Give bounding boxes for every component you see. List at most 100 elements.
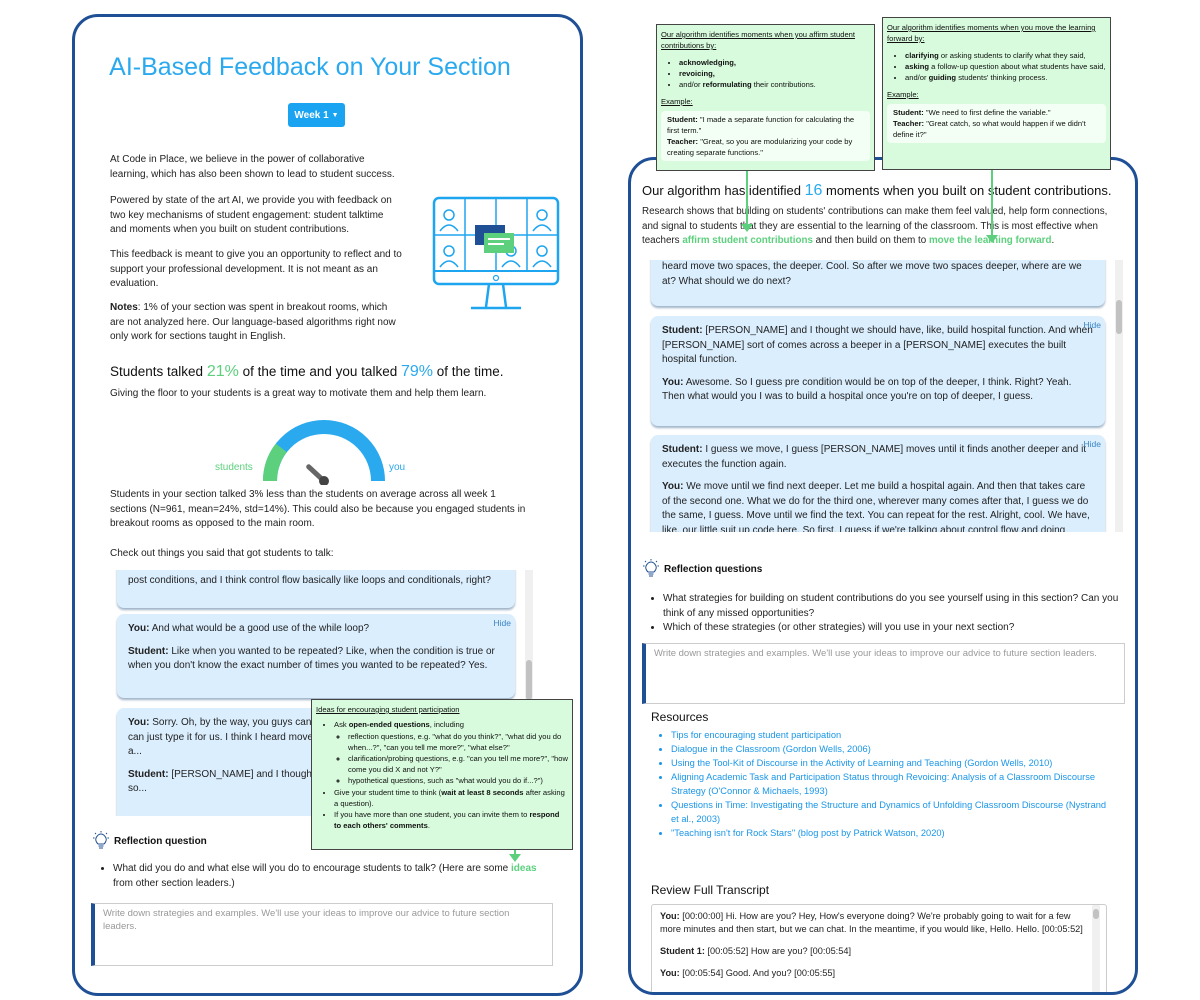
- student-text: Like when you wanted to be repeated? Lik…: [128, 645, 495, 672]
- resource-link[interactable]: Using the Tool-Kit of Discourse in the A…: [671, 756, 1111, 770]
- resource-link[interactable]: "Teaching isn't for Rock Stars" (blog po…: [671, 826, 1111, 840]
- transcript-box[interactable]: You: [00:00:00] Hi. How are you? Hey, Ho…: [651, 904, 1107, 992]
- resource-link[interactable]: Questions in Time: Investigating the Str…: [671, 798, 1111, 826]
- affirm-b2: revoicing,: [679, 69, 715, 78]
- idea3-bold: respond to each others' comments: [334, 810, 560, 830]
- idea-item: Ask open-ended questions, including refl…: [334, 719, 568, 786]
- forward-b1-post: or asking students to clarify what they …: [938, 51, 1086, 60]
- student-text: [PERSON_NAME] and I thought we should ha…: [662, 325, 1093, 365]
- reflection-title: Reflection question: [114, 835, 207, 847]
- you-label: You:: [128, 623, 150, 634]
- you-label: You:: [662, 481, 684, 492]
- example-label: Example:: [887, 90, 919, 99]
- example-student-text: "We need to first define the variable.": [923, 108, 1051, 117]
- talktime-gauge: [262, 420, 385, 485]
- affirm-b3-bold: reformulating: [702, 80, 752, 89]
- forward-item: and/or guiding students' thinking proces…: [905, 72, 1106, 83]
- transcript-text: [00:00:00] Hi. How are you? Hey, How's e…: [660, 911, 1083, 934]
- contributions-list[interactable]: heard move two spaces, the deeper. Cool.…: [649, 260, 1129, 532]
- you-label: You:: [662, 376, 684, 388]
- q-pre: What did you do and what else will you d…: [113, 863, 512, 874]
- example-student-label: Student:: [667, 115, 698, 124]
- forward-b1-bold: clarifying: [905, 51, 939, 60]
- reflection-list: What strategies for building on student …: [663, 592, 1123, 636]
- example-teacher-label: Teacher:: [893, 119, 925, 128]
- scrollbar-thumb[interactable]: [1093, 909, 1099, 919]
- headline-pre: Our algorithm has identified: [642, 183, 805, 198]
- list-scrollbar[interactable]: [1115, 260, 1123, 532]
- arrow-down-icon: [741, 224, 753, 232]
- hide-link[interactable]: Hide: [1083, 320, 1101, 330]
- example-box: Student: "I made a separate function for…: [661, 111, 870, 161]
- list-scrollbar[interactable]: [525, 570, 533, 816]
- gauge-students-label: students: [215, 462, 253, 473]
- ideas-link[interactable]: ideas: [511, 863, 537, 874]
- card-you-line: You: Awesome. So I guess pre condition w…: [662, 376, 1094, 405]
- hide-link[interactable]: Hide: [1083, 439, 1101, 449]
- idea1-post: , including: [429, 720, 464, 729]
- affirm-callout-title: Our algorithm identifies moments when yo…: [661, 30, 856, 50]
- transcript-title: Review Full Transcript: [651, 883, 770, 897]
- idea2-pre: Give your student time to think (: [334, 788, 442, 797]
- scrollbar-thumb[interactable]: [526, 660, 532, 700]
- transcript-text: [00:05:52] How are you? [00:05:54]: [704, 946, 852, 956]
- idea2-post: after asking a question).: [334, 788, 565, 808]
- student-text: I guess we move, I guess [PERSON_NAME] m…: [662, 444, 1087, 470]
- affirm-connector-line: [746, 171, 748, 226]
- transcript-line: You: [00:00:00] Hi. How are you? Hey, Ho…: [660, 910, 1088, 936]
- affirm-b3-pre: and/or: [679, 80, 703, 89]
- reflection-question: What did you do and what else will you d…: [113, 862, 543, 891]
- affirm-b3-post: their contributions.: [751, 80, 816, 89]
- resource-link[interactable]: Dialogue in the Classroom (Gordon Wells,…: [671, 742, 1111, 756]
- comparison-paragraph: Students in your section talked 3% less …: [110, 489, 526, 529]
- card-text: post conditions, and I think control flo…: [128, 575, 491, 586]
- affirm-callout: Our algorithm identifies moments when yo…: [656, 24, 875, 171]
- resources-list: Tips for encouraging student participati…: [671, 728, 1111, 840]
- scrollbar-thumb[interactable]: [1116, 300, 1122, 334]
- affirm-item: acknowledging,: [679, 57, 870, 68]
- intro-paragraph-1: At Code in Place, we believe in the powe…: [110, 154, 395, 180]
- students-pct: 21%: [206, 363, 239, 380]
- card-you-line: You: We move until we find next deeper. …: [662, 480, 1094, 532]
- intro-paragraph-2: Powered by state of the art AI, we provi…: [110, 195, 392, 235]
- week-dropdown-button[interactable]: Week 1 ▼: [288, 103, 345, 127]
- example-card: Hide You: And what would be a good use o…: [117, 614, 515, 698]
- card-student-line: Student: I guess we move, I guess [PERSO…: [662, 443, 1094, 472]
- affirm-item: and/or reformulating their contributions…: [679, 79, 870, 90]
- example-box: Student: "We need to first define the va…: [887, 104, 1106, 143]
- card-text: heard move two spaces, the deeper. Cool.…: [662, 261, 1082, 287]
- idea-subitem: hypothetical questions, such as "what wo…: [348, 775, 568, 786]
- notes-text: : 1% of your section was spent in breako…: [110, 302, 396, 342]
- video-call-monitor-icon: [432, 196, 560, 310]
- resources-title: Resources: [651, 710, 709, 724]
- speaker-label: You:: [660, 968, 680, 978]
- resource-link[interactable]: Tips for encouraging student participati…: [671, 728, 1111, 742]
- reflection-heading: Reflection questions: [641, 559, 762, 579]
- idea3-pre: If you have more than one student, you c…: [334, 810, 530, 819]
- example-student-label: Student:: [893, 108, 924, 117]
- resource-link[interactable]: Aligning Academic Task and Participation…: [671, 770, 1111, 798]
- reflection-textarea[interactable]: Write down strategies and examples. We'l…: [91, 903, 553, 966]
- talk-mid: of the time and you talked: [238, 364, 401, 379]
- example-teacher: Teacher: "Great catch, so what would hap…: [893, 118, 1100, 140]
- check-out-text: Check out things you said that got stude…: [110, 548, 334, 559]
- ideas-callout-title: Ideas for encouraging student participat…: [316, 705, 460, 714]
- transcript-text: [00:05:54] Good. And you? [00:05:55]: [679, 968, 836, 978]
- affirm-item: revoicing,: [679, 68, 870, 79]
- transcript-line: Student 1: [00:05:52] How are you? [00:0…: [660, 945, 1088, 958]
- student-label: Student:: [128, 768, 169, 780]
- reflection-textarea[interactable]: Write down strategies and examples. We'l…: [642, 643, 1125, 704]
- talktime-subtext: Giving the floor to your students is a g…: [110, 388, 487, 399]
- forward-b3-bold: guiding: [928, 73, 957, 82]
- forward-b2-post: a follow-up question about what students…: [929, 62, 1106, 71]
- research-pre: Research shows that building on students…: [642, 206, 1108, 246]
- hide-link[interactable]: Hide: [493, 618, 511, 628]
- talk-pre: Students talked: [110, 364, 207, 379]
- week-button-label: Week 1: [294, 109, 329, 121]
- idea-subitem: reflection questions, e.g. "what do you …: [348, 731, 568, 753]
- affirm-link[interactable]: affirm student contributions: [682, 235, 813, 246]
- idea-subitem: clarification/probing questions, e.g. "c…: [348, 753, 568, 775]
- student-label: Student:: [662, 325, 703, 336]
- transcript-scrollbar[interactable]: [1092, 905, 1100, 992]
- student-label: Student:: [128, 645, 169, 657]
